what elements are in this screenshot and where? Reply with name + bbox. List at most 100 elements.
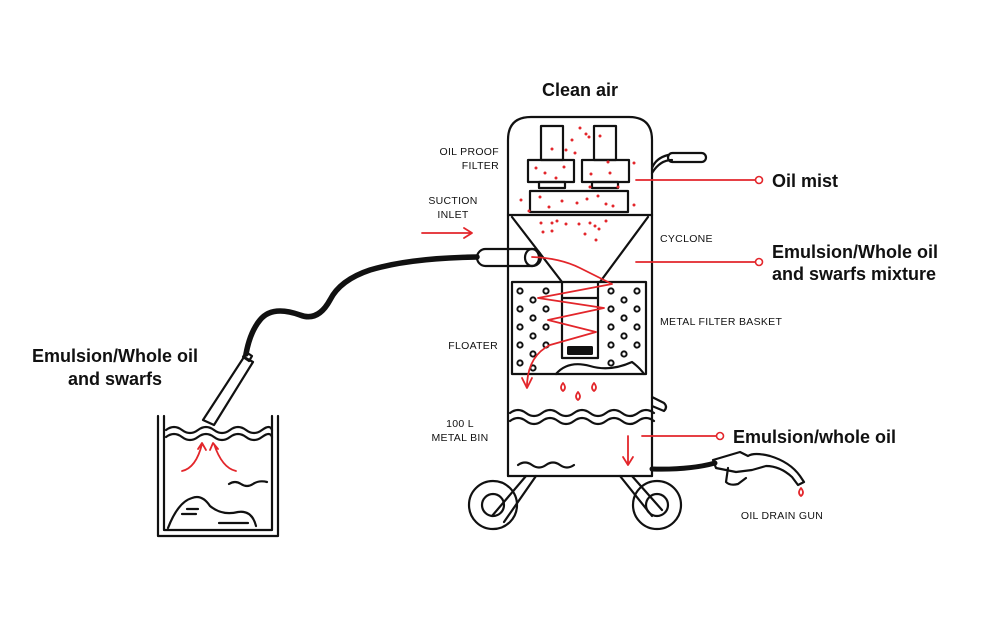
drop xyxy=(560,382,566,392)
callout-mixture-line1: Emulsion/Whole oil xyxy=(772,242,938,262)
mist-particle xyxy=(604,202,608,206)
mist-particle xyxy=(589,172,593,176)
basket-hole xyxy=(620,350,628,358)
basket-hole xyxy=(607,341,615,349)
drain-drop xyxy=(798,487,804,497)
source-tank xyxy=(156,414,280,538)
mist-particle xyxy=(560,199,564,203)
mist-particle xyxy=(555,219,559,223)
suction-wand xyxy=(201,355,255,427)
mist-particle xyxy=(534,166,538,170)
drain-hose xyxy=(649,460,718,472)
label-suction-inlet-1: SUCTION xyxy=(428,195,477,207)
mist-particle xyxy=(597,227,601,231)
mist-particle xyxy=(587,135,591,139)
label-oil-drain-gun: OIL DRAIN GUN xyxy=(741,510,823,522)
wheel-right xyxy=(631,479,683,531)
swarf-pile xyxy=(166,495,258,530)
label-metal-bin-2: METAL BIN xyxy=(432,432,489,444)
basket-hole xyxy=(620,296,628,304)
mist-particle xyxy=(575,201,579,205)
metal-filter-basket xyxy=(510,280,648,376)
mist-particle xyxy=(550,221,554,225)
mist-particle xyxy=(632,161,636,165)
basket-hole xyxy=(607,287,615,295)
basket-hole xyxy=(620,314,628,322)
drop xyxy=(591,382,597,392)
basket-hole xyxy=(516,287,524,295)
label-oil-proof-filter-1: OIL PROOF xyxy=(440,146,500,158)
flow-arrows xyxy=(421,227,634,466)
machine-body xyxy=(467,115,708,531)
mist-particle xyxy=(593,224,597,228)
source-label-line1: Emulsion/Whole oil xyxy=(32,346,198,366)
basket-hole xyxy=(607,359,615,367)
label-cyclone: CYCLONE xyxy=(660,233,713,245)
basket-hole xyxy=(529,332,537,340)
basket-hole xyxy=(620,332,628,340)
mist-particle xyxy=(539,221,543,225)
mist-particle xyxy=(573,151,577,155)
basket-hole xyxy=(633,305,641,313)
basket-hole xyxy=(607,305,615,313)
mist-particle xyxy=(588,185,592,189)
tank-suction-arrow-left xyxy=(181,442,207,472)
wheel-left xyxy=(467,479,519,531)
basket-hole xyxy=(633,323,641,331)
basket-hole xyxy=(542,287,550,295)
bin-bottom-wave xyxy=(516,461,576,469)
bin-liquid-wave-1 xyxy=(508,408,656,418)
basket-hole xyxy=(529,350,537,358)
mist-particle xyxy=(594,238,598,242)
callout-mixture-line2: and swarfs mixture xyxy=(772,264,936,284)
callout-oil-mist: Oil mist xyxy=(772,171,838,191)
basket-hole xyxy=(516,341,524,349)
basket-hole xyxy=(633,341,641,349)
mist-particle xyxy=(606,160,610,164)
title-clean-air: Clean air xyxy=(542,80,618,100)
top-handle xyxy=(666,151,708,164)
mist-particle xyxy=(608,171,612,175)
oil-mist-particles xyxy=(519,126,636,242)
mist-particle xyxy=(538,195,542,199)
mist-particle xyxy=(550,147,554,151)
basket-hole xyxy=(516,359,524,367)
mist-particle xyxy=(570,138,574,142)
basket-hole xyxy=(529,296,537,304)
source-label-line2: and swarfs xyxy=(68,369,162,389)
label-suction-inlet-2: INLET xyxy=(437,209,469,221)
cyclone-swirl-path xyxy=(526,256,613,386)
basket-hole xyxy=(529,314,537,322)
mist-particle xyxy=(578,126,582,130)
basket-hole xyxy=(542,305,550,313)
suction-hose xyxy=(243,254,480,357)
basket-hole xyxy=(542,323,550,331)
drop xyxy=(575,391,581,401)
side-handle xyxy=(650,395,668,413)
bin-down-arrow xyxy=(622,435,634,466)
label-oil-proof-filter-2: FILTER xyxy=(462,160,499,172)
basket-hole xyxy=(516,305,524,313)
mist-particle xyxy=(543,171,547,175)
label-metal-filter-basket: METAL FILTER BASKET xyxy=(660,316,782,328)
mist-particle xyxy=(598,134,602,138)
label-floater: FLOATER xyxy=(448,340,498,352)
mist-particle xyxy=(554,176,558,180)
mist-particle xyxy=(585,197,589,201)
callout-whole-oil: Emulsion/whole oil xyxy=(733,427,896,447)
mist-particle xyxy=(519,198,523,202)
mist-particle xyxy=(583,232,587,236)
bin-liquid-wave-2 xyxy=(508,416,656,426)
mist-particle xyxy=(577,222,581,226)
mist-particle xyxy=(547,205,551,209)
suction-arrow xyxy=(421,227,473,239)
filter-housing xyxy=(506,115,654,217)
mist-particle xyxy=(550,229,554,233)
mist-particle xyxy=(564,148,568,152)
mist-particle xyxy=(588,221,592,225)
oil-proof-filter xyxy=(526,124,631,214)
mist-particle xyxy=(584,132,588,136)
mist-particle xyxy=(564,222,568,226)
mist-particle xyxy=(611,204,615,208)
mist-particle xyxy=(632,203,636,207)
